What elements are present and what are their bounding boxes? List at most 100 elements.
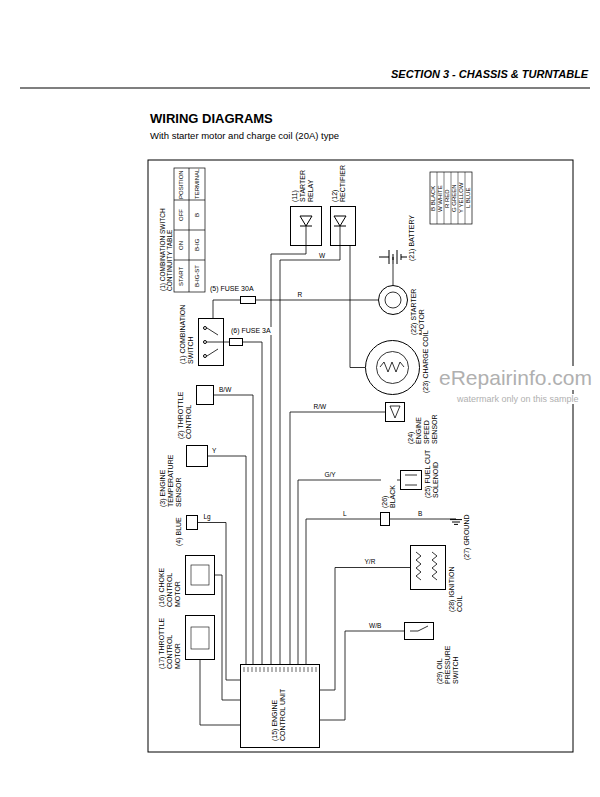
table-header: TERMINAL bbox=[194, 169, 201, 199]
component-label: (12) RECTIFIER bbox=[331, 161, 347, 203]
switch-box: (29) OIL PRESSURE SWITCH bbox=[404, 622, 434, 640]
wire-color: L bbox=[342, 510, 348, 517]
rectifier-box: (12) RECTIFIER bbox=[330, 206, 356, 246]
unit-name: (15) ENGINE CONTROL UNIT bbox=[271, 671, 287, 741]
diode-symbol bbox=[334, 216, 346, 226]
component-label: (25) FUEL CUT SOLENOID bbox=[424, 447, 440, 499]
wire-color: W/B bbox=[368, 622, 382, 629]
wire bbox=[393, 264, 394, 285]
wire-color: Y/R bbox=[364, 558, 377, 565]
flywheel-symbol bbox=[377, 352, 409, 384]
switch-box: (1) COMBINATION SWITCH bbox=[198, 318, 224, 366]
wire-color-code: Y YELLOW bbox=[458, 183, 465, 213]
ground-symbol bbox=[450, 519, 462, 524]
wire bbox=[271, 246, 306, 664]
table-cell: ON bbox=[178, 241, 185, 250]
component-label: (2) THROTTLE CONTROL bbox=[177, 386, 193, 440]
table-title: (1) COMBINATION SWITCH CONTINUITY TABLE bbox=[159, 169, 174, 291]
component-label: (21) BATTERY bbox=[408, 214, 416, 262]
battery-symbol bbox=[379, 250, 407, 264]
watermark: eRepairinfo.com bbox=[438, 366, 593, 390]
wire bbox=[213, 300, 240, 318]
table-cell: B-IG bbox=[194, 239, 201, 251]
ignition-coil-box: (28) IGNITION COIL bbox=[410, 545, 446, 590]
diode-symbol bbox=[300, 216, 312, 226]
component-label: (3) ENGINE TEMPERATURE SENSOR bbox=[159, 446, 183, 508]
switch-blade bbox=[207, 328, 218, 335]
header-rule bbox=[20, 87, 590, 88]
switch-contact bbox=[204, 341, 207, 344]
wire bbox=[198, 523, 240, 681]
wire bbox=[280, 246, 340, 664]
switch-blade bbox=[207, 349, 218, 356]
solenoid-winding bbox=[405, 485, 417, 486]
control-box: (2) THROTTLE CONTROL bbox=[196, 385, 214, 405]
component-label: (29) OIL PRESSURE SWITCH bbox=[436, 623, 460, 685]
switch-lead bbox=[410, 631, 418, 632]
wire bbox=[208, 456, 246, 664]
battery-symbol: (21) BATTERY bbox=[379, 250, 407, 264]
wire bbox=[214, 395, 253, 664]
component-label: (1) COMBINATION SWITCH bbox=[179, 303, 195, 365]
switch-lead bbox=[207, 342, 224, 343]
coil-symbol bbox=[380, 362, 404, 372]
wire-color-code: B BLACK bbox=[430, 185, 437, 210]
diagram-frame bbox=[148, 160, 573, 752]
wire-color: Y bbox=[211, 447, 217, 454]
diagram-title: WIRING DIAGRAMS bbox=[150, 112, 273, 127]
wire-color: Lg bbox=[203, 513, 212, 520]
wire-color: W bbox=[318, 252, 326, 259]
table-rule bbox=[174, 230, 205, 231]
wire bbox=[290, 412, 385, 664]
ignition-secondary bbox=[432, 552, 437, 580]
wire bbox=[200, 660, 240, 725]
ignition-primary bbox=[416, 552, 421, 580]
component-label: (5) FUSE 30A bbox=[209, 285, 255, 293]
internal-wire bbox=[306, 226, 307, 246]
table-cell: B-IG-ST bbox=[194, 265, 201, 287]
wire bbox=[215, 575, 240, 700]
motor-box: (17) THROTTLE CONTROL MOTOR bbox=[185, 615, 215, 660]
wire bbox=[256, 300, 378, 301]
motor-symbol: (22) STARTER MOTOR bbox=[378, 285, 408, 315]
solenoid-box: (25) FUEL CUT SOLENOID bbox=[400, 470, 422, 490]
wire-color: R/W bbox=[313, 403, 328, 410]
table-cell: START bbox=[178, 266, 185, 285]
motor-body bbox=[191, 565, 209, 585]
table-cell: OFF bbox=[178, 209, 185, 221]
component-label: (24) ENGINE SPEED SENSOR bbox=[407, 403, 439, 445]
wire-color: G/Y bbox=[324, 471, 337, 478]
component-label: (28) IGNITION COIL bbox=[448, 561, 464, 613]
wire-color-code: R RED bbox=[444, 189, 451, 208]
switch-contact bbox=[204, 327, 207, 330]
battery-outline bbox=[379, 250, 407, 264]
control-unit-box: (15) ENGINE CONTROL UNIT bbox=[240, 664, 320, 748]
switch-blade bbox=[418, 626, 428, 631]
wire-color: B/W bbox=[218, 386, 232, 393]
component-label: (11) STARTER RELAY bbox=[291, 161, 315, 203]
component-label: (26) BLACK bbox=[381, 479, 397, 509]
sensor-box: (3) ENGINE TEMPERATURE SENSOR bbox=[186, 445, 208, 467]
wire-color-code: G GREEN bbox=[451, 184, 458, 212]
component-label: (4) BLUE bbox=[175, 516, 183, 547]
wire-color-code: L BLUE bbox=[465, 188, 472, 208]
wire-color-table-grid bbox=[430, 172, 472, 224]
component-label: (17) THROTTLE CONTROL MOTOR bbox=[158, 616, 182, 670]
wire bbox=[306, 519, 380, 664]
table-header: POSITION bbox=[178, 170, 185, 199]
watermark-note: watermark only on this sample bbox=[456, 394, 580, 404]
connector-box: (26) BLACK bbox=[380, 512, 390, 526]
solenoid-winding bbox=[405, 475, 417, 476]
sensor-box: (24) ENGINE SPEED SENSOR bbox=[385, 402, 405, 422]
switch-contact bbox=[204, 355, 207, 358]
wire bbox=[390, 519, 450, 520]
relay-box: (11) STARTER RELAY bbox=[290, 206, 322, 246]
connector-pins bbox=[244, 667, 316, 672]
section-header: SECTION 3 - CHASSIS & TURNTABLE bbox=[391, 68, 588, 81]
component-label: (27) GROUND bbox=[463, 513, 471, 561]
motor-box: (16) CHOKE CONTROL MOTOR bbox=[185, 555, 215, 595]
diagram-subtitle: With starter motor and charge coil (20A)… bbox=[150, 131, 339, 142]
component-label: (16) CHOKE CONTROL MOTOR bbox=[158, 556, 182, 608]
wire-color-code: W WHITE bbox=[437, 185, 444, 212]
